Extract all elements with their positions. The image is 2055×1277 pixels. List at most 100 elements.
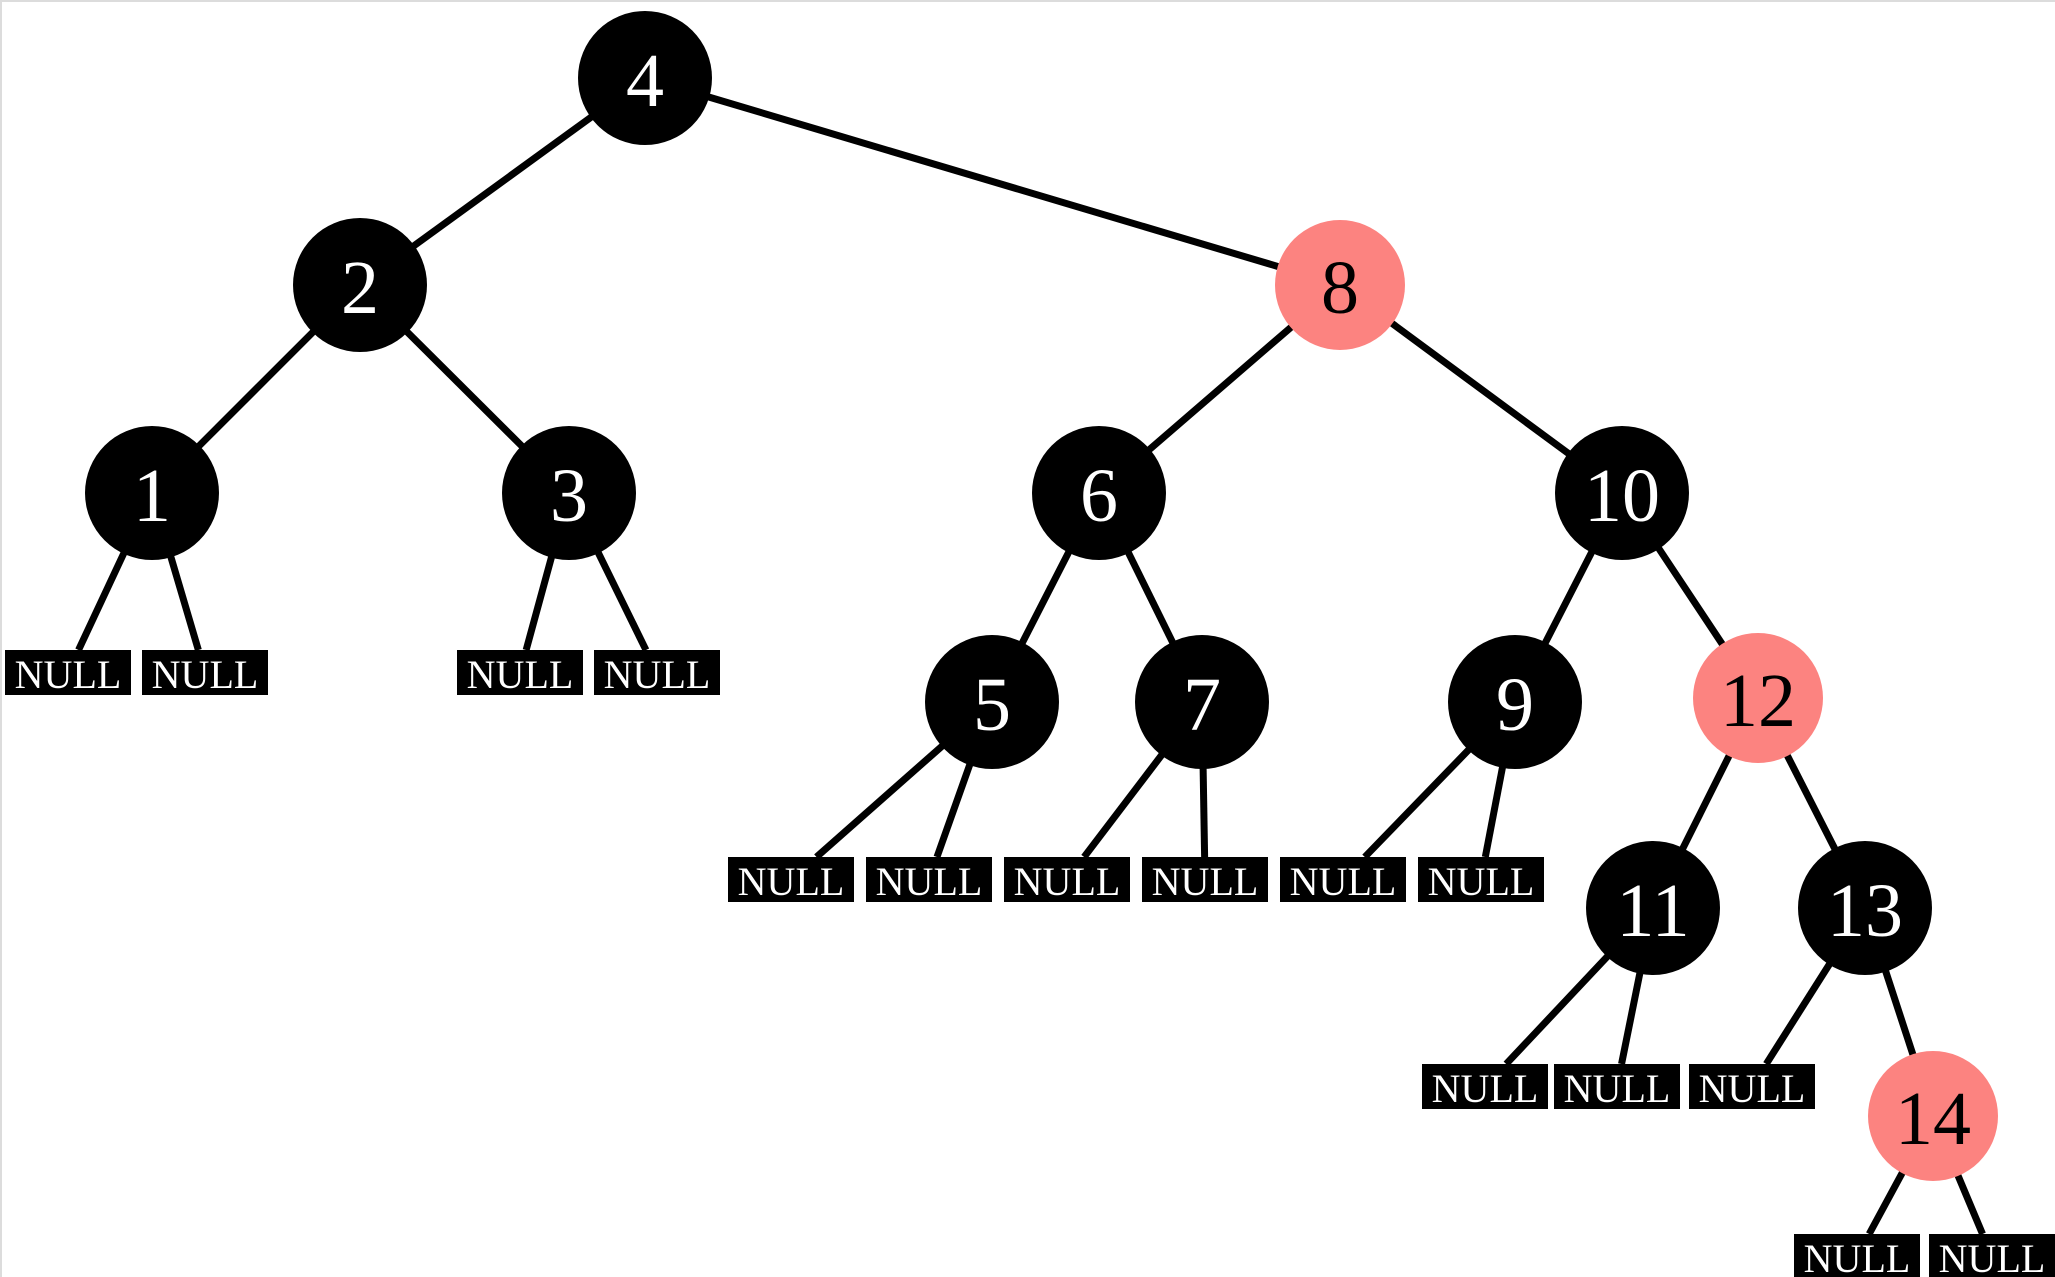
node-label: 10 — [1584, 454, 1660, 538]
tree-edge — [1017, 547, 1074, 648]
null-leaf: NULL — [1689, 1064, 1815, 1111]
null-leaf-label: NULL — [467, 652, 574, 697]
null-leaf: NULL — [1142, 857, 1268, 904]
tree-node-7[interactable]: 7 — [1135, 635, 1269, 769]
null-leaf-label: NULL — [15, 652, 122, 697]
tree-node-5[interactable]: 5 — [925, 635, 1059, 769]
node-circle-black[interactable] — [293, 218, 427, 352]
null-leaf-box — [1689, 1064, 1815, 1109]
tree-edge — [522, 552, 556, 651]
null-leaf: NULL — [142, 650, 268, 697]
null-leaf-label: NULL — [1804, 1236, 1911, 1277]
tree-edge — [1953, 1170, 1986, 1236]
node-circle-black[interactable] — [578, 11, 712, 145]
tree-edge — [1782, 750, 1840, 854]
node-circle-red[interactable] — [1275, 220, 1405, 350]
tree-edge — [1653, 543, 1728, 650]
node-label: 14 — [1895, 1077, 1971, 1161]
node-label: 4 — [626, 39, 664, 123]
null-leaf: NULL — [1794, 1234, 1920, 1277]
node-label: 12 — [1720, 659, 1796, 743]
null-leaf-box — [1418, 857, 1544, 902]
node-label: 7 — [1183, 663, 1221, 747]
node-circle-black[interactable] — [85, 426, 219, 560]
null-leaf-box — [728, 857, 854, 902]
tree-edge — [194, 327, 318, 451]
node-label: 13 — [1827, 869, 1903, 953]
null-leaf-label: NULL — [1564, 1066, 1671, 1111]
null-leaf: NULL — [1929, 1234, 2055, 1277]
null-leaf-box — [866, 857, 992, 902]
tree-edge — [1081, 750, 1167, 860]
null-leaf-label: NULL — [1699, 1066, 1806, 1111]
tree-edge — [1678, 750, 1734, 854]
tree-node-1[interactable]: 1 — [85, 426, 219, 560]
tree-node-14[interactable]: 14 — [1868, 1051, 1998, 1181]
node-circle-black[interactable] — [1798, 841, 1932, 975]
tree-node-13[interactable]: 13 — [1798, 841, 1932, 975]
null-leaf: NULL — [1418, 857, 1544, 904]
tree-edge — [1481, 763, 1507, 858]
tree-edge — [1387, 318, 1574, 459]
tree-node-10[interactable]: 10 — [1555, 426, 1689, 560]
null-leaf-box — [1142, 857, 1268, 902]
tree-edge — [166, 552, 202, 651]
tree-node-9[interactable]: 9 — [1448, 635, 1582, 769]
node-circle-black[interactable] — [502, 426, 636, 560]
node-circle-black[interactable] — [1135, 635, 1269, 769]
tree-edge — [933, 760, 975, 859]
null-leaves-layer: NULL NULL NULL NULL NULL NULL NULL NULL NULL NULL… — [5, 650, 2055, 1277]
null-leaf-label: NULL — [604, 652, 711, 697]
null-leaf-label: NULL — [1428, 859, 1535, 904]
null-leaf-label: NULL — [1939, 1236, 2046, 1277]
node-circle-black[interactable] — [1032, 426, 1166, 560]
node-circle-red[interactable] — [1868, 1051, 1998, 1181]
null-leaf: NULL — [1280, 857, 1406, 904]
node-label: 9 — [1496, 663, 1534, 747]
tree-node-8[interactable]: 8 — [1275, 220, 1405, 350]
null-leaf-box — [142, 650, 268, 695]
tree-edge — [1618, 969, 1644, 1065]
tree-node-6[interactable]: 6 — [1032, 426, 1166, 560]
tree-edge — [704, 92, 1283, 271]
null-leaf-box — [1929, 1234, 2055, 1277]
null-leaf: NULL — [866, 857, 992, 904]
null-leaf-label: NULL — [738, 859, 845, 904]
null-leaf: NULL — [1004, 857, 1130, 904]
null-leaf: NULL — [5, 650, 131, 697]
tree-edge — [1199, 764, 1209, 858]
tree-edge — [402, 326, 527, 452]
null-leaf-box — [1554, 1064, 1680, 1109]
node-circle-black[interactable] — [1555, 426, 1689, 560]
tree-edge — [814, 741, 948, 860]
node-label: 2 — [341, 246, 379, 330]
tree-node-12[interactable]: 12 — [1693, 633, 1823, 763]
node-label: 11 — [1616, 869, 1689, 953]
tree-edge — [1362, 744, 1474, 860]
node-circle-black[interactable] — [1448, 635, 1582, 769]
tree-edge — [1123, 547, 1178, 648]
tree-node-11[interactable]: 11 — [1586, 841, 1720, 975]
node-circle-black[interactable] — [1586, 841, 1720, 975]
node-circle-black[interactable] — [925, 635, 1059, 769]
null-leaf-label: NULL — [1432, 1066, 1539, 1111]
tree-node-3[interactable]: 3 — [502, 426, 636, 560]
tree-node-2[interactable]: 2 — [293, 218, 427, 352]
null-leaf-label: NULL — [1014, 859, 1121, 904]
null-leaf-label: NULL — [1152, 859, 1259, 904]
null-leaf-box — [594, 650, 720, 695]
tree-edge — [1144, 322, 1297, 455]
null-leaf-box — [1794, 1234, 1920, 1277]
tree-node-4[interactable]: 4 — [578, 11, 712, 145]
tree-edge — [1540, 547, 1597, 648]
tree-edge — [75, 548, 129, 652]
node-circle-red[interactable] — [1693, 633, 1823, 763]
node-label: 6 — [1080, 454, 1118, 538]
node-label: 1 — [133, 454, 171, 538]
null-leaf-box — [1004, 857, 1130, 902]
null-leaf: NULL — [1554, 1064, 1680, 1111]
tree-edge — [1881, 966, 1918, 1060]
